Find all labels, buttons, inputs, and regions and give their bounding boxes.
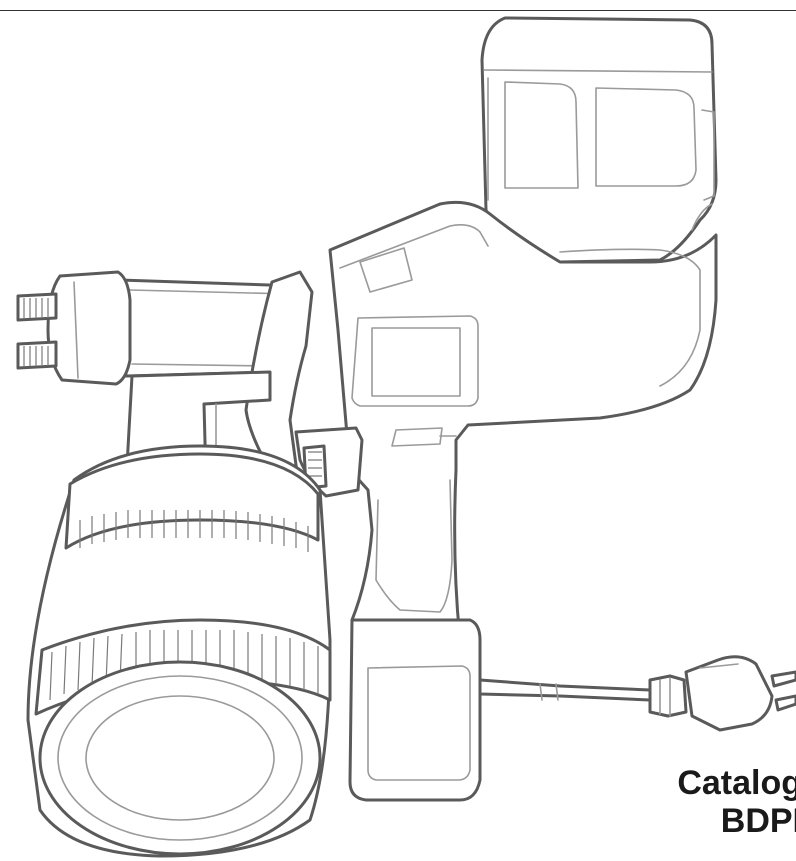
document-caption: Catalog BDPI — [677, 764, 796, 840]
caption-bdpi: BDPI — [720, 802, 796, 840]
motor-housing — [480, 16, 718, 264]
paint-container — [26, 444, 332, 858]
top-rule — [0, 10, 796, 11]
grip-base — [348, 618, 482, 802]
caption-catalog: Catalog — [677, 764, 796, 802]
nozzle-assembly — [16, 270, 364, 498]
sprayer-body — [328, 200, 718, 692]
power-cord — [478, 655, 796, 732]
